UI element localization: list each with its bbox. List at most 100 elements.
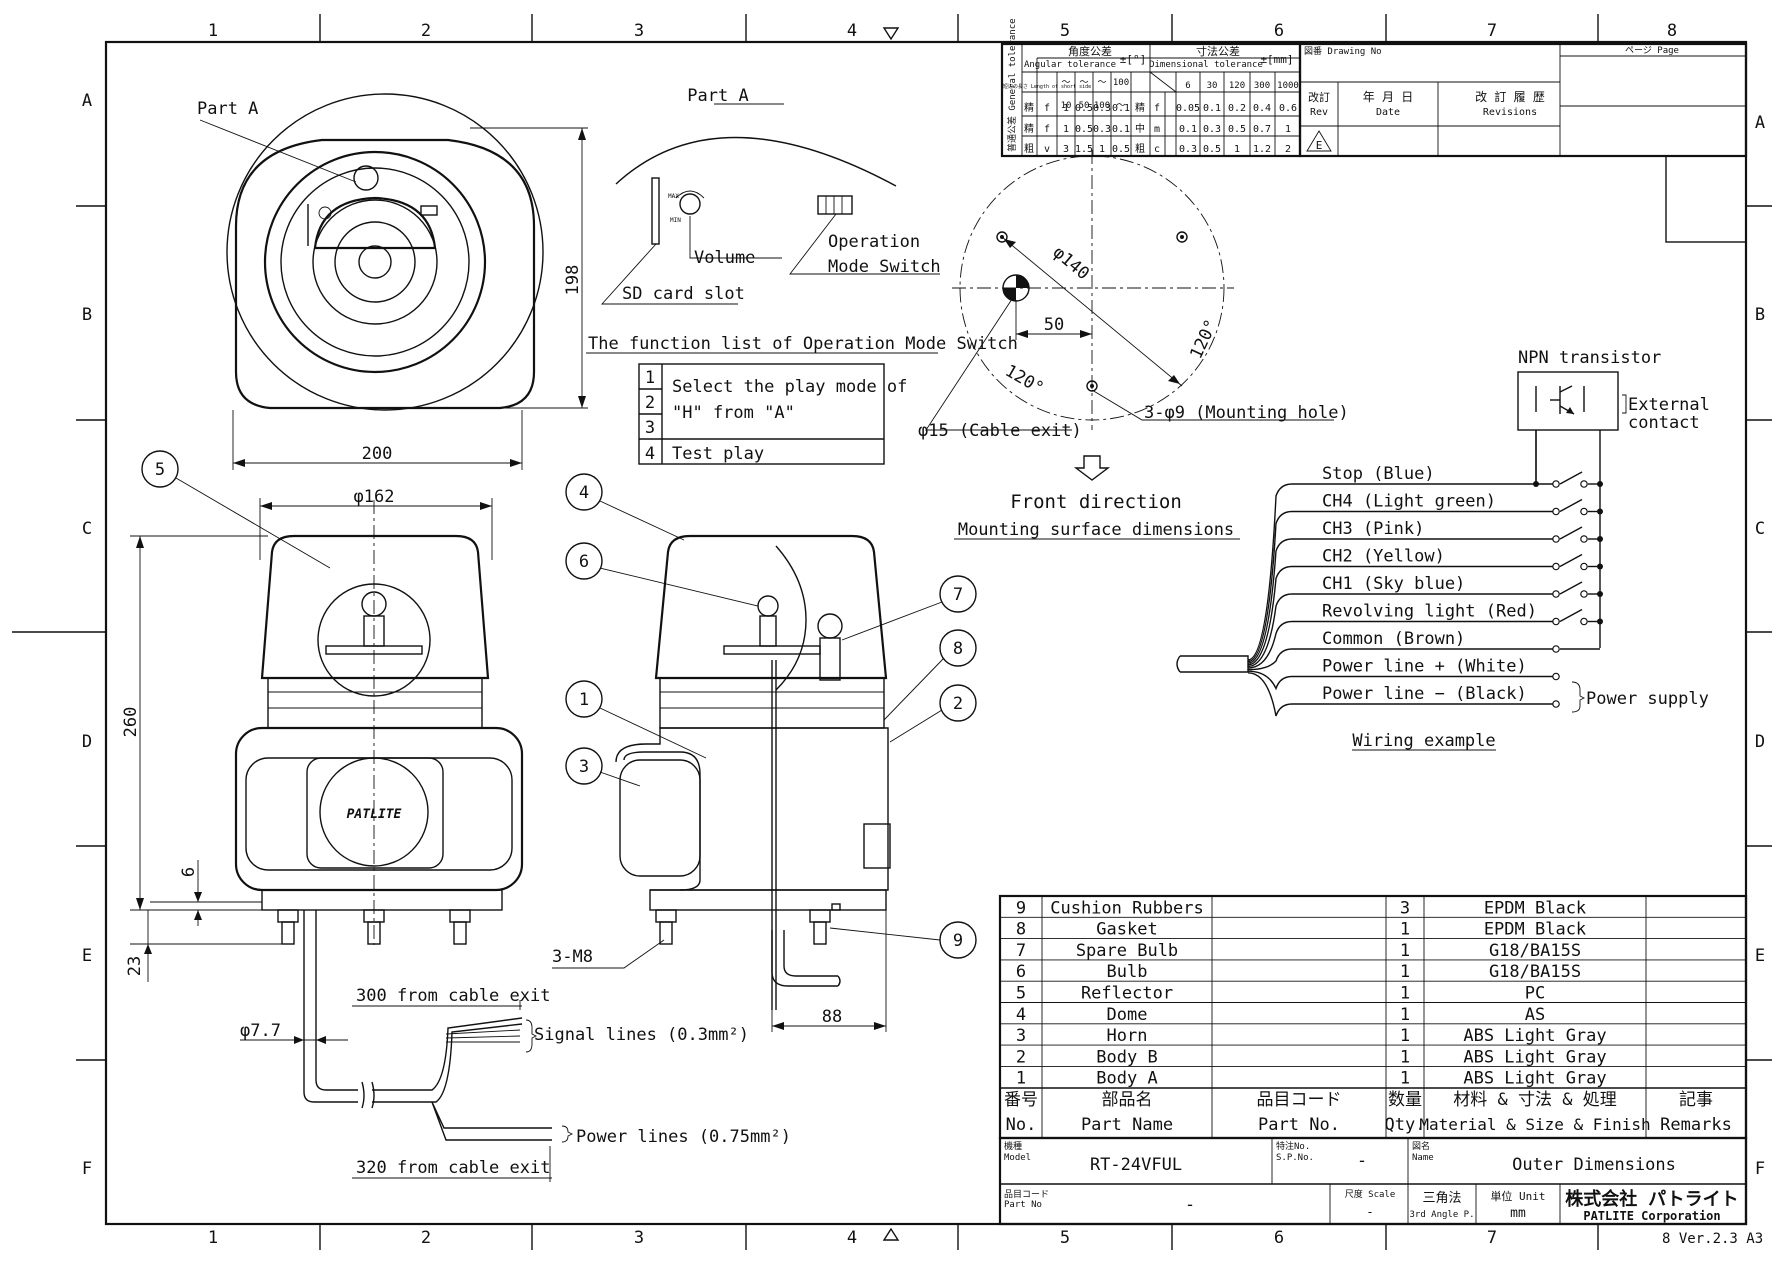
scale-label: 尺度 Scale [1345,1188,1396,1200]
grid-col-label: 5 [1060,21,1070,41]
rev-label-en: Rev [1310,107,1328,118]
balloon-9: 9 [829,921,977,959]
tol-dim-value: 0.3 [1203,124,1221,135]
volume-label: Volume [694,248,755,268]
tol-code: v [1044,144,1050,155]
parts-name: Body A [1096,1069,1157,1089]
dim-88: 88 [822,1007,842,1027]
balloon-label: 1 [579,690,589,710]
drawing-frame [12,14,1772,1250]
drawing-name-value: Outer Dimensions [1512,1155,1676,1175]
tol-dim-head: 120 [1229,81,1245,91]
brand-logo: PATLITE [347,807,402,822]
power-lines-label: Power lines (0.75mm²) [576,1127,791,1147]
tol-ang-value: 0.5 [1112,144,1130,155]
wiring-line: Power line − (Black) [1247,672,1560,719]
drawing-no-label: 図番 Drawing No [1304,45,1382,57]
tol-ang-value: 0.3 [1093,124,1111,135]
func-row-text: Select the play mode of [672,377,907,397]
parts-qty: 3 [1400,898,1410,918]
external-contact-label-1: External [1628,395,1710,415]
tol-ang-value: 1.5 [1075,144,1093,155]
wiring-line: CH3 (Pink) [1247,519,1603,664]
balloon-label: 6 [579,552,589,572]
wiring-line-label: Power line − (Black) [1322,684,1527,704]
tol-dim-value: 2 [1285,144,1291,155]
grid-row-labels-right: A B C D E F [1755,113,1765,1179]
tol-dim-value: 0.5 [1228,124,1246,135]
grid-col-label: 8 [1667,21,1677,41]
tol-dim-value: 0.1 [1203,103,1221,114]
parts-material: G18/BA15S [1489,941,1581,961]
parts-material: ABS Light Gray [1463,1026,1606,1046]
grid-column-labels-bottom: 1 2 3 4 5 6 7 [208,1228,1497,1248]
dim-198: 198 [563,265,583,296]
tol-dim-head: 1000 [1277,81,1299,91]
cable-300-label: 300 from cable exit [356,986,550,1006]
tol-ang-value: 0.3 [1093,103,1111,114]
grid-row-label: F [82,1159,92,1179]
parts-material: G18/BA15S [1489,962,1581,982]
parts-material: AS [1525,1005,1545,1025]
angle-label-jp: 三角法 [1422,1191,1461,1206]
parts-head-code-jp: 品目コード [1257,1090,1342,1110]
tol-ang-range: 10 [1061,101,1072,111]
front-direction-arrow [1073,455,1111,481]
tol-ang-head: ～ [1061,78,1070,88]
scale-value: - [1366,1205,1373,1219]
wiring-line: CH4 (Light green) [1247,492,1603,663]
tol-dim-value: 1.2 [1253,144,1271,155]
front-direction-label: Front direction [1010,491,1182,513]
parts-qty: 1 [1400,1047,1410,1067]
tol-dim-title: 寸法公差 [1196,44,1240,58]
parts-no: 9 [1016,898,1026,918]
grid-col-label: 1 [208,21,218,41]
tol-dim-grade: 中 [1135,122,1145,135]
parts-qty: 1 [1400,984,1410,1004]
parts-name: Body B [1096,1047,1157,1067]
grid-row-label: E [1755,946,1765,966]
func-list-title: The function list of Operation Mode Swit… [588,334,1018,354]
tol-grade: 粗 [1024,143,1034,155]
func-row-text: "H" from "A" [672,403,795,423]
parts-no: 4 [1016,1005,1026,1025]
balloon-8: 8 [883,629,977,721]
tol-dim-value: 0.5 [1203,144,1221,155]
tol-ang-value: 0.5 [1075,103,1093,114]
wiring-line-label: CH2 (Yellow) [1322,547,1445,567]
balloon-label: 9 [953,931,963,951]
wiring-line-label: Revolving light (Red) [1322,602,1537,622]
date-label-jp: 年 月 日 [1363,90,1413,104]
parts-name: Cushion Rubbers [1050,898,1204,918]
company-name-en: PATLITE Corporation [1583,1209,1720,1223]
tol-ang-value: 1 [1099,144,1105,155]
top-part-a-label: Part A [197,99,258,119]
wiring-line: CH2 (Yellow) [1247,547,1603,666]
op-mode-switch-label-2: Mode Switch [828,257,941,277]
tol-dim-value: 1 [1234,144,1240,155]
tol-dim-head: 6 [1185,81,1190,91]
tolerance-table: 普通公差 General tolerance 角度公差 Angular tole… [1000,18,1302,158]
func-row-text: Test play [672,444,764,464]
grid-column-labels-top: 1 2 3 4 5 6 7 8 [208,21,1677,41]
tol-dim-value: 0.1 [1179,124,1197,135]
grid-col-label: 2 [421,1228,431,1248]
parts-material: EPDM Black [1484,898,1586,918]
grid-col-label: 7 [1487,1228,1497,1248]
tol-ang-value: 1 [1063,103,1069,114]
tol-code: f [1044,103,1050,114]
wiring-diagram: NPN transistor External contact Stop (Bl… [1176,348,1710,751]
external-contact-label-2: contact [1628,413,1700,433]
tol-dim-value: 0.4 [1253,103,1271,114]
wiring-line-label: Stop (Blue) [1322,464,1435,484]
grid-col-label: 6 [1274,21,1284,41]
tol-dim-value: 1 [1285,124,1291,135]
grid-row-label: D [82,732,92,752]
func-row-no: 2 [645,393,655,413]
parts-qty: 1 [1400,941,1410,961]
parts-material: ABS Light Gray [1463,1047,1606,1067]
part-no-value: - [1185,1195,1195,1215]
